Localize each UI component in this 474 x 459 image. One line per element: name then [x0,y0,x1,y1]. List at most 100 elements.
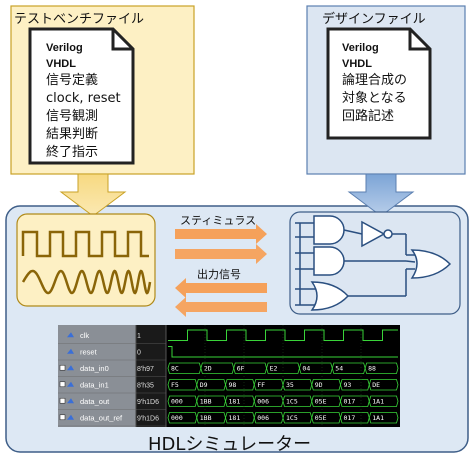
bus-segment-data_out_ref [253,412,284,424]
bus-value-data_out_ref: 05E [315,414,327,422]
reset-wave [168,346,398,358]
output-arrows [175,278,267,317]
logic-circuit [295,215,452,311]
bus-value-data_out_ref: 1A1 [372,414,384,422]
testbench-lang-verilog: Verilog [46,42,83,54]
bus-value-data_in1: F5 [171,381,179,389]
signal-name-data_out[interactable]: data_out [80,397,110,406]
design-line-2: 対象となる [342,91,407,106]
bus-value-data_out_ref: 017 [344,414,356,422]
output-signal-label: 出力信号 [197,268,241,281]
signal-icon-data_in1 [67,381,74,387]
bus-segment-data_out_ref [340,412,370,424]
testbench-line-clock-reset: clock, reset [46,91,121,106]
bus-segment-data_in1 [253,379,284,391]
and-gate-2 [313,246,345,276]
signal-icon-reset [67,348,74,354]
signal-value-clk: 1 [137,333,141,340]
signal-icon-data_out [67,398,74,404]
bus-segment-data_in1 [368,379,399,391]
bus-segment-data_out_ref [311,412,341,424]
bus-value-data_in1: D9 [200,381,208,389]
bus-value-data_in0: 6F [237,365,245,373]
design-line-1: 論理合成の [342,73,408,88]
bus-segment-data_out [196,395,226,407]
signal-name-data_in0[interactable]: data_in0 [80,364,109,373]
bus-value-data_in0: 04 [302,365,310,373]
testbench-down-arrow [59,173,127,217]
bus-segment-data_out_ref [225,412,255,424]
signal-value-column [136,325,166,427]
design-line-3: 回路記述 [342,109,395,124]
bus-value-data_in1: 93 [344,381,352,389]
bus-segment-data_in0 [331,362,366,374]
signal-icon-data_out_ref [67,414,74,420]
signal-name-clk[interactable]: clk [80,331,89,340]
signal-name-data_out_ref[interactable]: data_out_ref [80,413,123,422]
signal-value-data_out_ref: 9'h1D6 [137,415,159,422]
bus-value-data_in1: DE [372,381,380,389]
bus-value-data_out: 181 [229,398,241,406]
bus-value-data_in1: 35 [286,381,294,389]
not-gate-bubble [383,229,393,239]
testbench-line-signal-observe: 信号観測 [46,109,99,124]
clk-wave [168,329,398,341]
bus-value-data_out_ref: 000 [171,414,183,422]
signal-name-data_in1[interactable]: data_in1 [80,380,109,389]
bus-value-data_in0: 88 [368,365,376,373]
expand-toggle-data_in0[interactable] [59,364,66,371]
testbench-title: テストベンチファイル [14,12,145,27]
testbench-doc-text: Verilog VHDL 信号定義 clock, reset 信号観測 結果判断… [46,40,121,162]
expand-toggle-data_out_ref[interactable] [59,414,66,421]
bus-segment-data_out [167,395,198,407]
signal-value-data_out: 9'h1D6 [137,399,159,406]
bus-value-data_out_ref: 1C5 [286,414,298,422]
bus-segment-data_in1 [340,379,370,391]
stimulus-label: スティミュラス [180,214,257,227]
testbench-document-icon [28,27,135,165]
signal-icon-data_in0 [67,365,74,371]
or-gate-1 [310,281,350,311]
bus-segment-data_out_ref [282,412,313,424]
bus-value-data_out: 05E [315,398,327,406]
bus-segment-data_in0 [167,362,202,374]
bus-value-data_out: 017 [344,398,356,406]
bus-value-data_out: 1A1 [372,398,384,406]
bus-value-data_out: 000 [171,398,183,406]
signal-icon-clk [67,332,74,338]
bus-value-data_in0: E2 [270,365,278,373]
bus-value-data_in1: FF [257,381,265,389]
bus-segment-data_in1 [167,379,198,391]
bus-segment-data_in0 [266,362,300,374]
bus-segment-data_in1 [282,379,313,391]
bus-segment-data_out [225,395,255,407]
simulator-title: HDLシミュレーター [148,434,312,455]
bus-value-data_out: 1BB [200,398,212,406]
bus-value-data_in0: 2D [204,365,212,373]
expand-toggle-data_out[interactable] [59,397,66,404]
testbench-line-end: 終了指示 [46,145,99,160]
testbench-lang-vhdl: VHDL [46,58,76,70]
bus-value-data_out_ref: 1BB [200,414,212,422]
stimulus-sine-waveform [21,269,152,295]
signal-name-reset[interactable]: reset [80,347,98,356]
clock-waveform [21,230,149,258]
bus-segment-data_out [311,395,341,407]
bus-segment-data_out_ref [167,412,198,424]
bus-segment-data_in0 [233,362,267,374]
signal-value-data_in0: 8'h97 [137,366,154,373]
bus-value-data_out_ref: 006 [257,414,269,422]
bus-segment-data_out_ref [196,412,226,424]
design-lang-verilog: Verilog [342,42,379,54]
signal-value-reset: 0 [137,349,141,356]
bus-segment-data_in1 [196,379,226,391]
expand-toggle-data_in1[interactable] [59,381,66,388]
design-lang-vhdl: VHDL [342,58,372,70]
bus-segment-data_in0 [200,362,235,374]
design-document-icon [326,27,432,140]
bus-value-data_in1: 9D [315,381,323,389]
testbench-line-signal-def: 信号定義 [46,73,99,88]
design-doc-text: Verilog VHDL 論理合成の 対象となる 回路記述 [342,40,407,126]
